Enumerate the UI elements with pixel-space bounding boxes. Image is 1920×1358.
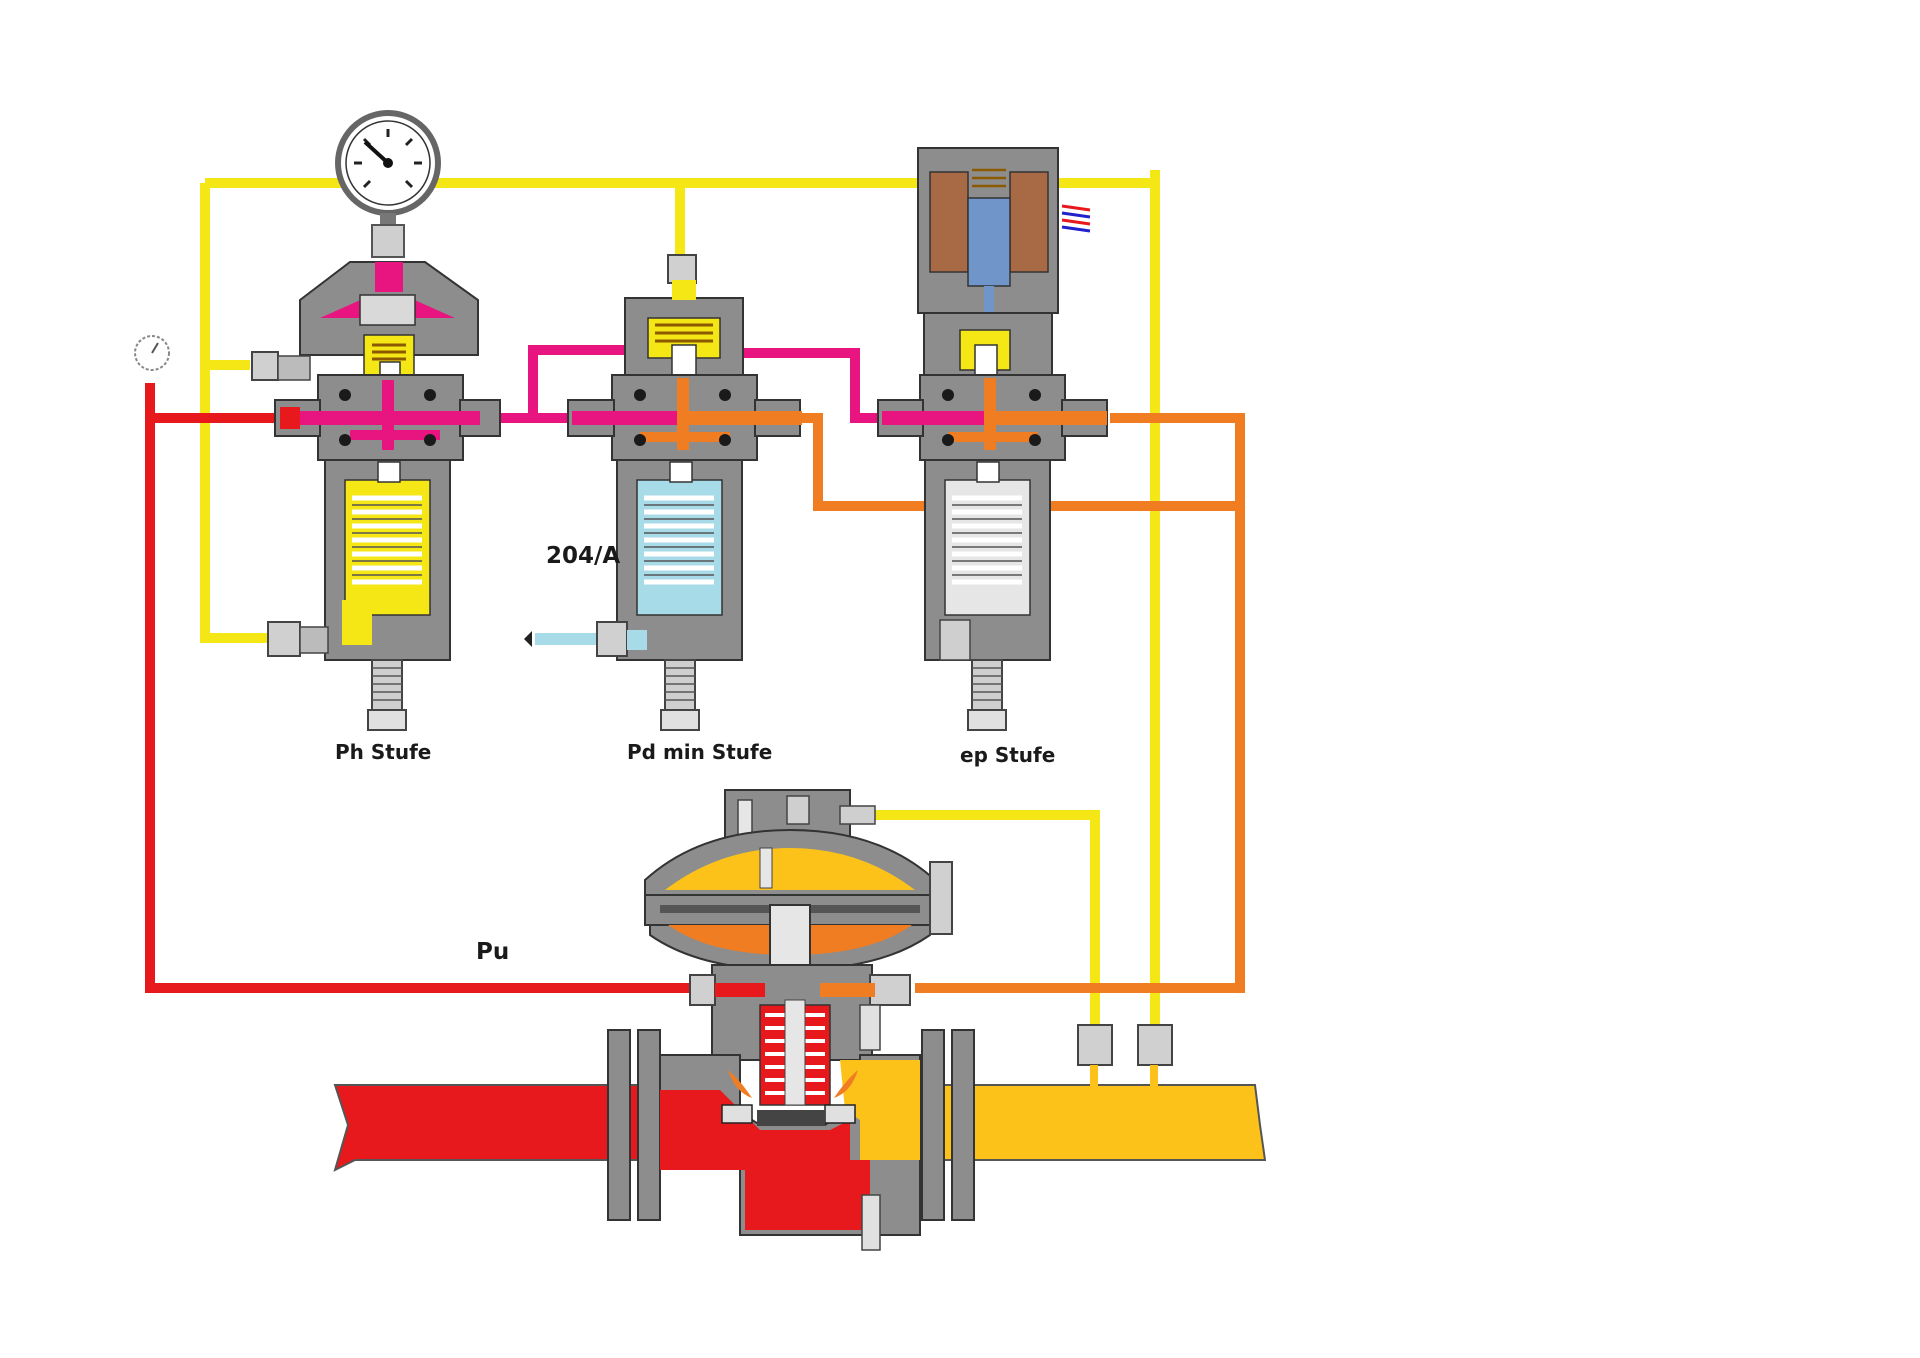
vent-line-blue xyxy=(524,631,597,647)
inlet-line-red xyxy=(145,383,695,993)
label-pu: Pu xyxy=(476,939,510,965)
label-ep-stufe: ep Stufe xyxy=(960,743,1056,767)
label-pd-min-stufe: Pd min Stufe xyxy=(627,740,773,764)
main-pipeline xyxy=(333,1024,1267,1251)
pressure-gauge-icon xyxy=(335,110,441,258)
solenoid-icon xyxy=(917,147,1091,326)
small-gauge-icon xyxy=(134,335,170,371)
label-model-number: 204/A xyxy=(546,543,621,569)
label-ph-stufe: Ph Stufe xyxy=(335,740,432,764)
pilot-ep-stufe xyxy=(877,147,1108,731)
pilot-ph-stufe xyxy=(251,110,501,731)
main-regulator-valve xyxy=(644,789,953,1106)
sense-line-yellow xyxy=(200,170,1160,1040)
pilot-pd-min-stufe xyxy=(567,254,802,731)
